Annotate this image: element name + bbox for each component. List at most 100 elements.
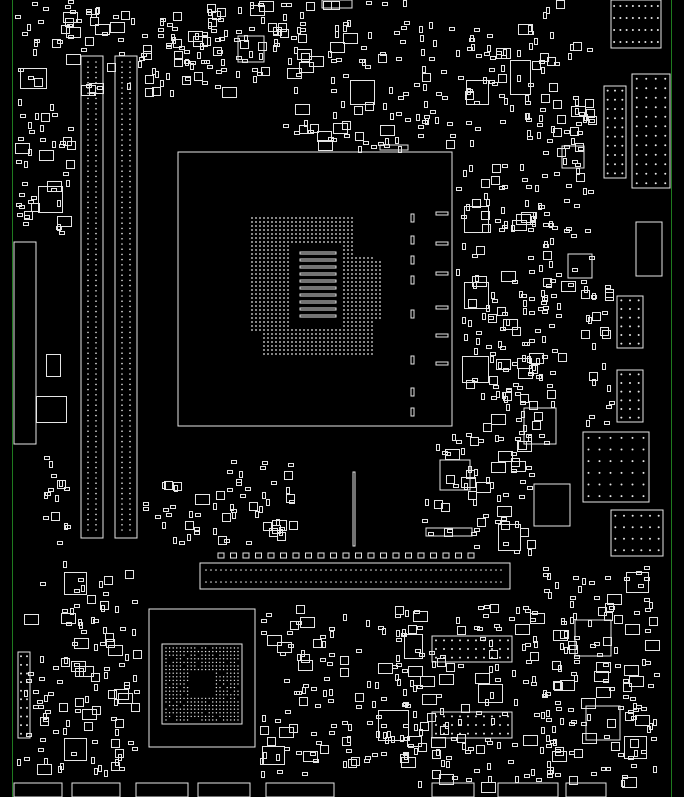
bga-ball xyxy=(168,712,171,714)
smd-component xyxy=(511,452,517,456)
dimm-pin xyxy=(95,399,97,401)
dimm-pin xyxy=(121,113,123,115)
dimm-pin xyxy=(95,451,97,453)
smd-component xyxy=(490,692,494,699)
cpu-pin xyxy=(367,261,369,263)
cpu-pin xyxy=(271,245,273,247)
bga-ball xyxy=(226,690,228,692)
cpu-pin xyxy=(351,337,353,339)
smd-component xyxy=(189,511,193,518)
header-pin xyxy=(657,514,660,517)
smd-component xyxy=(32,2,38,6)
smd-component xyxy=(571,138,575,145)
bga-ball xyxy=(176,650,178,653)
cpu-pin xyxy=(255,261,257,263)
smd-component xyxy=(433,40,437,47)
header-pin xyxy=(620,342,623,345)
header-pin xyxy=(649,514,651,517)
pcie-pin xyxy=(235,581,237,583)
smd-component xyxy=(618,706,624,710)
smd-component xyxy=(542,310,548,314)
smd-component xyxy=(71,661,86,672)
smd-component xyxy=(329,653,335,657)
dimm-pin xyxy=(129,409,131,412)
header-pin xyxy=(614,117,616,120)
smd-component xyxy=(296,751,302,755)
smd-component xyxy=(609,401,615,405)
smd-component xyxy=(166,73,170,80)
bga-ball xyxy=(176,668,178,671)
bga-ball xyxy=(219,658,221,660)
cpu-pin xyxy=(343,305,345,307)
smd-component xyxy=(347,736,351,743)
dimm-pin xyxy=(87,123,89,126)
header-pin xyxy=(650,5,653,7)
dimm-pin xyxy=(121,258,123,261)
smd-component xyxy=(441,70,447,74)
dimm-pin xyxy=(87,61,89,63)
cpu-pin xyxy=(251,229,253,231)
dimm-pin xyxy=(121,279,123,282)
bga-ball xyxy=(194,704,196,707)
smd-component xyxy=(561,281,576,292)
dimm-pin xyxy=(129,217,131,219)
cpu-pin xyxy=(371,321,373,323)
header-pin xyxy=(629,308,631,310)
smd-component xyxy=(125,654,129,661)
header-pin xyxy=(664,87,667,90)
smd-component xyxy=(219,37,225,41)
smd-component xyxy=(511,469,517,473)
header-pin xyxy=(621,163,624,166)
bga-ball xyxy=(208,665,210,667)
smd-component xyxy=(566,184,572,188)
smd-component xyxy=(451,737,457,741)
smd-component xyxy=(163,508,169,512)
cpu-pin xyxy=(347,225,349,227)
cpu-pin xyxy=(283,265,285,267)
pcie-pin xyxy=(365,569,367,571)
smd-component xyxy=(234,38,240,42)
smd-component xyxy=(534,713,540,717)
cpu-pin xyxy=(271,349,273,351)
cpu-pin xyxy=(339,237,341,239)
header-pin xyxy=(620,471,623,474)
smd-component xyxy=(458,664,464,668)
smd-component xyxy=(498,437,504,441)
bga-ball xyxy=(197,658,200,660)
cpu-center-pad xyxy=(299,279,337,283)
pcie-pin xyxy=(300,569,302,571)
cpu-pin xyxy=(283,305,285,307)
header-pin xyxy=(467,639,469,642)
cpu-pin xyxy=(323,225,325,227)
smd-component xyxy=(56,226,62,230)
smd-component xyxy=(236,56,242,60)
smd-component xyxy=(469,165,473,172)
cpu-cap xyxy=(410,235,415,245)
header-pin xyxy=(483,648,485,650)
header-pin xyxy=(635,125,638,128)
cpu-pin xyxy=(287,257,289,259)
smd-component xyxy=(645,629,651,633)
smd-component xyxy=(466,380,475,389)
dimm-pin xyxy=(129,446,131,448)
smd-component xyxy=(188,31,203,42)
cpu-pin xyxy=(287,245,289,247)
smd-component xyxy=(185,77,191,81)
smd-component xyxy=(57,541,63,545)
dimm-pin xyxy=(121,66,123,68)
cpu-pin xyxy=(287,345,289,347)
dimm-pin xyxy=(121,123,123,126)
cpu-pin xyxy=(251,301,253,303)
bga-ball xyxy=(165,690,167,692)
cpu-pin xyxy=(255,301,257,303)
cpu-pin xyxy=(263,249,265,251)
dimm-pin xyxy=(95,446,97,448)
cpu-pin xyxy=(255,313,257,315)
bga-ball xyxy=(172,694,174,696)
header-pin xyxy=(656,41,659,43)
cpu-pin xyxy=(351,261,353,263)
smd-component xyxy=(74,589,80,593)
cpu-pin xyxy=(355,265,357,267)
cpu-pin xyxy=(359,301,361,303)
dimm-pin xyxy=(95,508,97,511)
